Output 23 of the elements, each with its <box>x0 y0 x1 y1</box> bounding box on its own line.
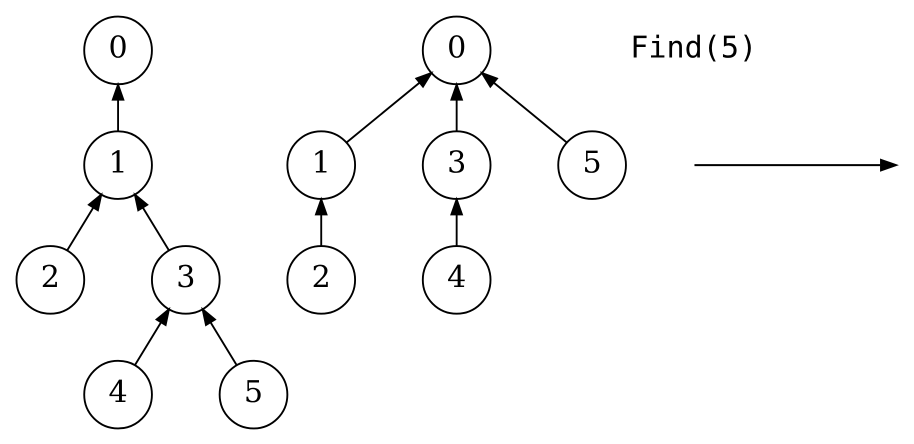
arrow <box>201 306 238 365</box>
arrow <box>134 306 170 365</box>
arrow <box>314 196 328 246</box>
arrow <box>480 70 568 143</box>
node-circle: 5 <box>557 130 627 200</box>
arrow <box>450 81 464 131</box>
node-circle: 1 <box>286 130 356 200</box>
node-circle: 5 <box>218 359 288 429</box>
node-circle: 4 <box>83 359 153 429</box>
node-circle: 2 <box>286 244 356 314</box>
arrow <box>111 81 125 131</box>
label: Find(5) <box>630 30 758 66</box>
node-circle: 1 <box>83 130 153 200</box>
node-circle: 0 <box>83 15 153 85</box>
node-circle: 0 <box>422 15 492 85</box>
arrow <box>133 192 170 250</box>
arrow <box>450 196 464 246</box>
arrow <box>66 192 103 250</box>
node-circle: 3 <box>422 130 492 200</box>
arrow <box>346 70 434 143</box>
node-circle: 2 <box>16 244 86 314</box>
node-circle: 4 <box>422 244 492 314</box>
node-circle: 3 <box>151 244 221 314</box>
